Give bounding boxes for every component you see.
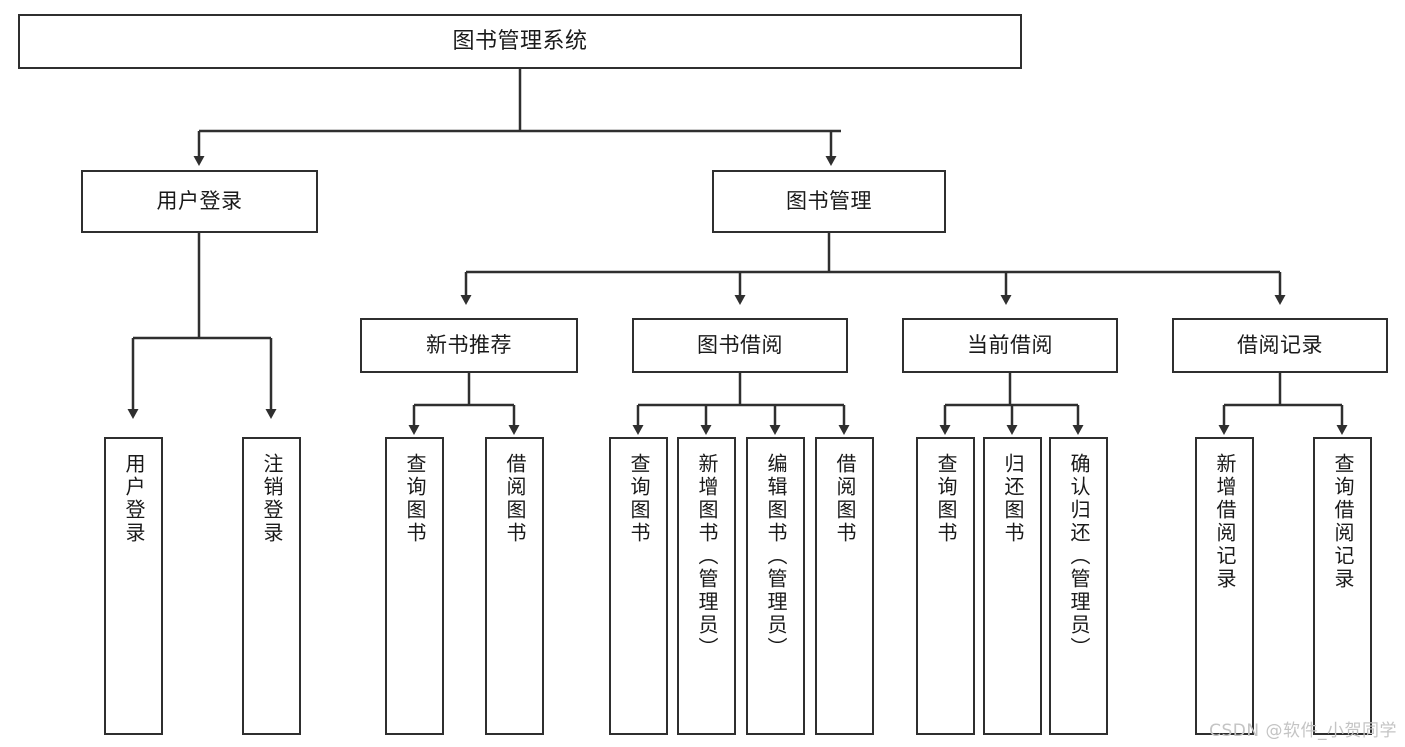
node-label: 查询图书 <box>403 453 427 545</box>
node-label: 借阅记录 <box>1237 333 1323 358</box>
node-current-borrow[interactable]: 当前借阅 <box>902 318 1118 373</box>
node-label: 新增图书（管理员） <box>695 453 719 660</box>
node-label: 用户登录 <box>156 189 243 214</box>
node-root-system[interactable]: 图书管理系统 <box>18 14 1022 69</box>
leaf-recommend-borrow-book[interactable]: 借阅图书 <box>485 437 544 735</box>
leaf-borrow-edit-book-admin[interactable]: 编辑图书（管理员） <box>746 437 805 735</box>
node-book-borrow[interactable]: 图书借阅 <box>632 318 848 373</box>
node-label: 借阅图书 <box>833 453 857 545</box>
leaf-borrow-query-book[interactable]: 查询图书 <box>609 437 668 735</box>
node-label: 图书借阅 <box>697 333 783 358</box>
leaf-recommend-query-book[interactable]: 查询图书 <box>385 437 444 735</box>
node-label: 当前借阅 <box>967 333 1053 358</box>
node-label: 新书推荐 <box>426 333 512 358</box>
watermark: CSDN @软件_小贺同学 <box>1209 721 1397 741</box>
leaf-record-query-record[interactable]: 查询借阅记录 <box>1313 437 1372 735</box>
leaf-current-confirm-return-admin[interactable]: 确认归还（管理员） <box>1049 437 1108 735</box>
node-label: 图书管理系统 <box>452 28 588 54</box>
leaf-borrow-add-book-admin[interactable]: 新增图书（管理员） <box>677 437 736 735</box>
node-label: 用户登录 <box>122 453 146 545</box>
leaf-user-login-logout[interactable]: 注销登录 <box>242 437 301 735</box>
node-label: 编辑图书（管理员） <box>764 453 788 660</box>
node-label: 借阅图书 <box>503 453 527 545</box>
leaf-record-add-record[interactable]: 新增借阅记录 <box>1195 437 1254 735</box>
node-label: 图书管理 <box>786 189 872 214</box>
node-label: 查询图书 <box>627 453 651 545</box>
node-label: 注销登录 <box>260 453 284 545</box>
node-book-management[interactable]: 图书管理 <box>712 170 946 233</box>
node-user-login[interactable]: 用户登录 <box>81 170 318 233</box>
node-label: 新增借阅记录 <box>1213 453 1237 591</box>
leaf-user-login-login[interactable]: 用户登录 <box>104 437 163 735</box>
node-label: 查询图书 <box>934 453 958 545</box>
node-label: 查询借阅记录 <box>1331 453 1355 591</box>
leaf-current-query-book[interactable]: 查询图书 <box>916 437 975 735</box>
node-borrow-record[interactable]: 借阅记录 <box>1172 318 1388 373</box>
node-new-book-recommend[interactable]: 新书推荐 <box>360 318 578 373</box>
node-label: 归还图书 <box>1001 453 1025 545</box>
node-label: 确认归还（管理员） <box>1067 453 1091 660</box>
leaf-borrow-borrow-book[interactable]: 借阅图书 <box>815 437 874 735</box>
leaf-current-return-book[interactable]: 归还图书 <box>983 437 1042 735</box>
